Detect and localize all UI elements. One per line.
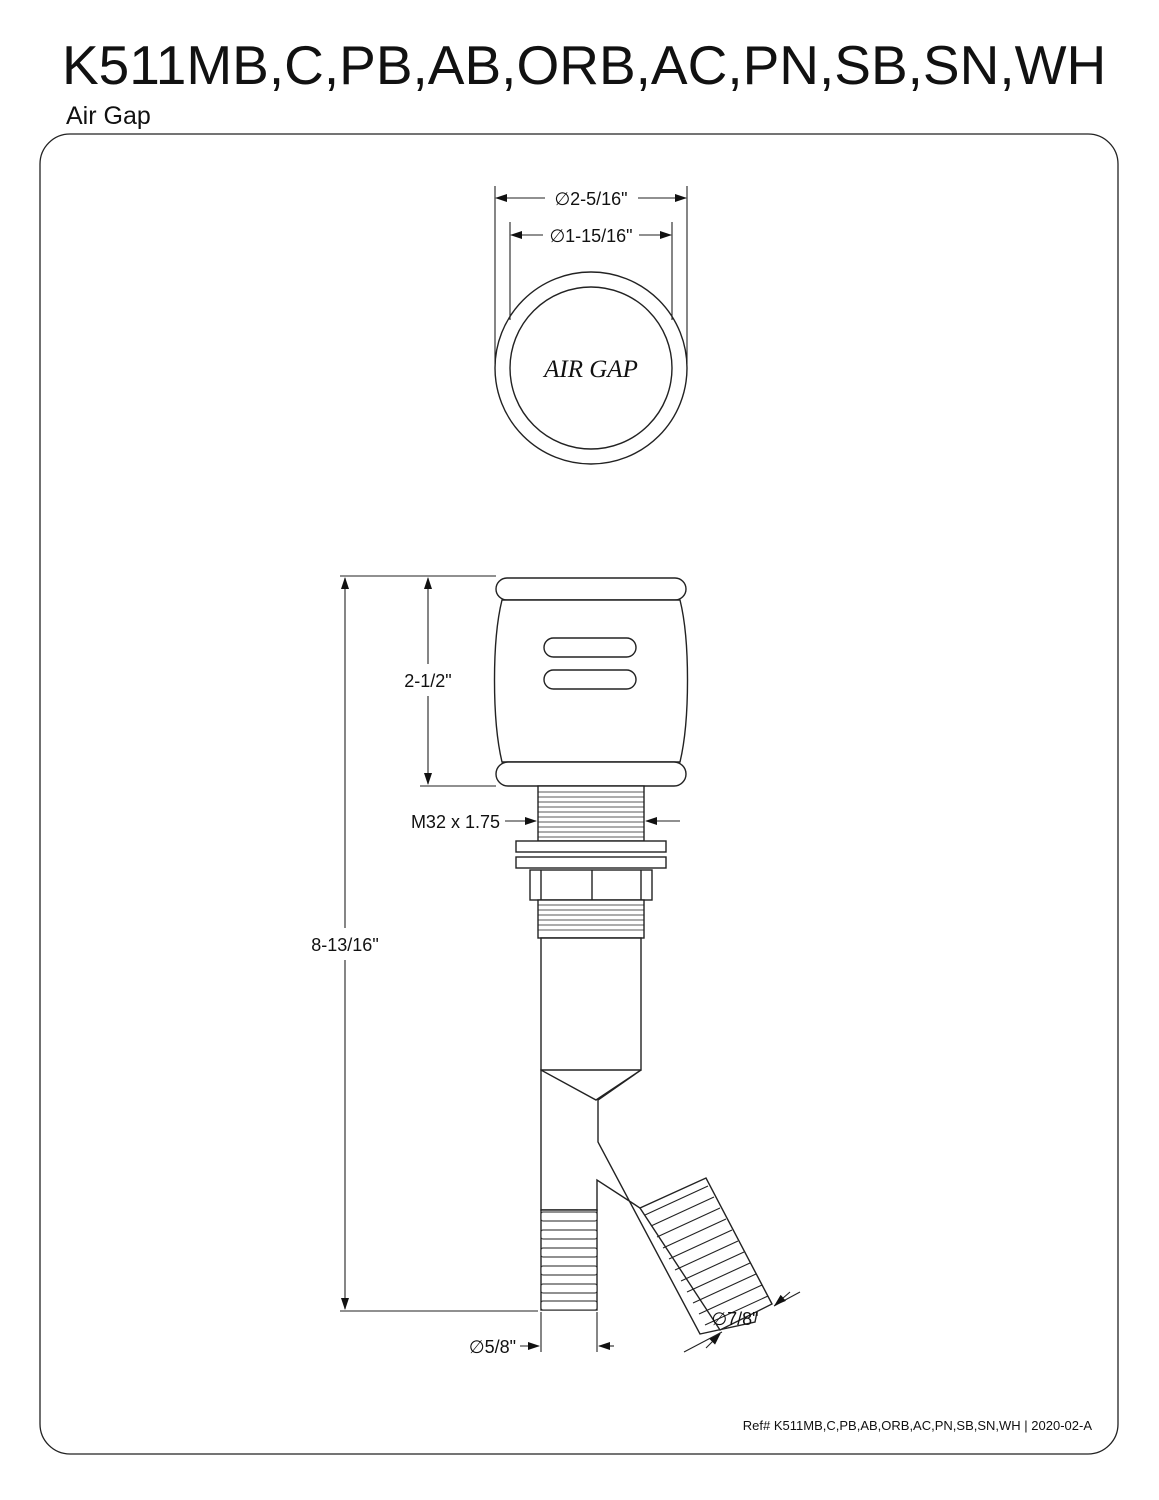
- cap-height-label: 2-1/2": [404, 671, 451, 691]
- cap-label: AIR GAP: [542, 356, 638, 383]
- drawing-frame: [39, 133, 1119, 1455]
- washer-lower: [515, 856, 667, 869]
- overall-height-label: 8-13/16": [311, 935, 378, 955]
- thread-spec-label: M32 x 1.75: [411, 812, 500, 832]
- vent-slot-upper: [543, 637, 637, 658]
- large-outlet-label: ∅7/8": [711, 1309, 758, 1329]
- tube-body: [540, 937, 642, 1071]
- side-view: [493, 577, 773, 1335]
- page-subtitle: Air Gap: [66, 102, 151, 130]
- inner-diameter-dimension: [509, 222, 673, 320]
- thread-lines-lower: [538, 904, 644, 931]
- drawing-reference: Ref# K511MB,C,PB,AB,ORB,AC,PN,SB,SN,WH |…: [742, 1418, 1092, 1433]
- thread-lines-upper: [538, 791, 644, 838]
- cap-outer-circle: [494, 271, 688, 465]
- small-outlet-dimension: [520, 1312, 614, 1352]
- large-outlet-rings: [644, 1185, 769, 1326]
- small-outlet-label: ∅5/8": [469, 1337, 516, 1357]
- overall-height-dimension: [340, 575, 538, 1312]
- small-outlet-barb: [540, 1209, 598, 1311]
- washer-upper: [515, 840, 667, 853]
- inner-diameter-label: ∅1-15/16": [549, 226, 632, 246]
- hex-nut: [529, 869, 653, 901]
- cap-inner-circle: [509, 286, 673, 450]
- large-outlet-dimension: [683, 1291, 801, 1353]
- vent-slot-lower: [543, 669, 637, 690]
- cap-height-dimension: [420, 577, 496, 787]
- upper-threaded-shank: [537, 785, 645, 842]
- top-view: [494, 271, 688, 465]
- lower-threaded-shank: [537, 899, 645, 939]
- outer-diameter-label: ∅2-5/16": [554, 189, 627, 209]
- page-title: K511MB,C,PB,AB,ORB,AC,PN,SB,SN,WH: [62, 34, 1107, 96]
- cap-bottom-ring: [495, 761, 687, 787]
- cap-top-ring: [495, 577, 687, 601]
- small-outlet-rings: [540, 1211, 598, 1311]
- outer-diameter-dimension: [494, 186, 688, 364]
